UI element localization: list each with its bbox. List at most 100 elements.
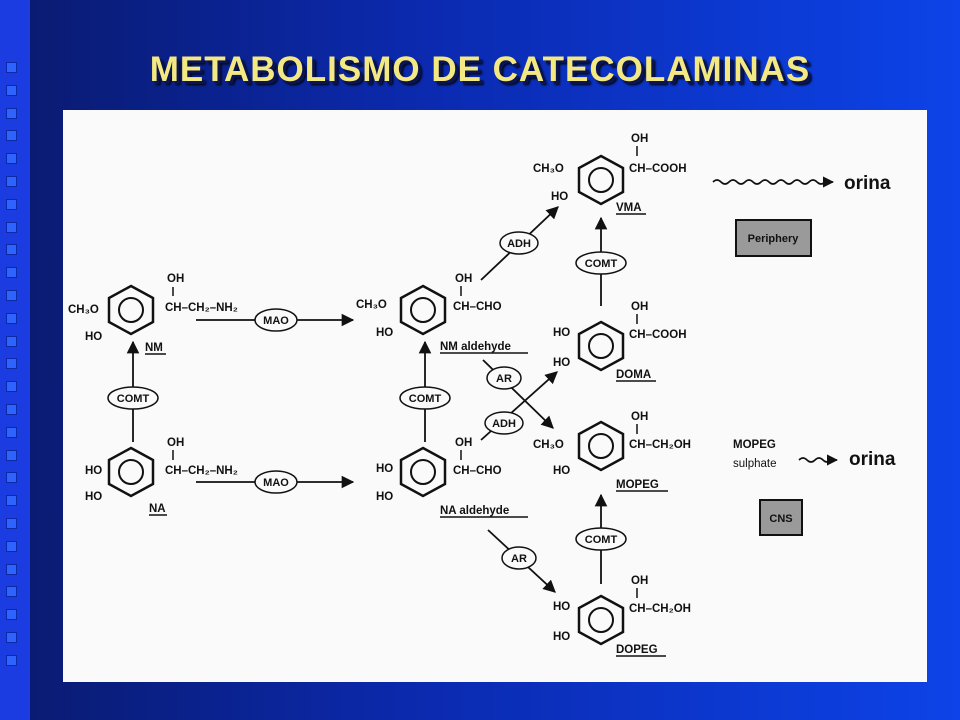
nm-sub-bottom: HO — [85, 331, 102, 343]
mopeg-sulphate-line1: MOPEG — [733, 439, 776, 451]
vma-sub-bottom: HO — [551, 191, 568, 203]
decorative-square — [6, 290, 17, 301]
na-aldehyde-oh: OH — [455, 437, 472, 449]
nm-aldehyde-sub-bottom: HO — [376, 327, 393, 339]
compound-mopeg: CH₃O HO OH CH–CH₂OH MOPEG — [533, 411, 691, 492]
pathway-diagram: CH₃O HO OH CH–CH₂–NH₂ NM HO HO OH CH–CH₂… — [63, 110, 927, 682]
comt-mopeg-label: COMT — [585, 534, 618, 546]
mao-top-label: MAO — [263, 315, 289, 327]
doma-sub-top: HO — [553, 327, 570, 339]
dopeg-sub-top: HO — [553, 601, 570, 613]
compound-doma: HO HO OH CH–COOH DOMA — [553, 301, 687, 382]
compound-dopeg: HO HO OH CH–CH₂OH DOPEG — [553, 575, 691, 657]
decorative-square — [6, 267, 17, 279]
decorative-square — [6, 198, 17, 210]
nm-oh: OH — [167, 273, 184, 285]
comt-left-label: COMT — [117, 393, 150, 405]
decorative-square — [6, 449, 17, 461]
dopeg-sub-bottom: HO — [553, 631, 570, 643]
decorative-square — [6, 518, 17, 529]
orina-top-label: orina — [844, 173, 891, 194]
adh-top-reaction: ADH — [480, 206, 559, 281]
periphery-box: Periphery — [735, 219, 812, 257]
decorative-square — [6, 153, 17, 165]
decorative-square — [6, 563, 17, 575]
decorative-square — [6, 472, 17, 484]
nm-aldehyde-sub-top: CH₃O — [356, 299, 387, 311]
vma-sub-top: CH₃O — [533, 163, 564, 175]
ar-bottom-label: AR — [511, 553, 527, 565]
decorative-square — [6, 62, 17, 73]
decorative-square — [6, 540, 17, 552]
dopeg-label: DOPEG — [616, 644, 658, 656]
mopeg-sulphate-excretion: MOPEG sulphate orina — [733, 439, 896, 470]
decorative-square — [6, 632, 17, 643]
decorative-square — [6, 586, 17, 598]
mao-bottom-label: MAO — [263, 477, 289, 489]
na-oh: OH — [167, 437, 184, 449]
decorative-square — [6, 107, 17, 119]
periphery-label: Periphery — [748, 233, 800, 245]
comt-mid-reaction: COMT — [399, 340, 451, 442]
cns-box: CNS — [759, 499, 803, 536]
comt-vma-reaction: COMT — [575, 216, 627, 306]
decorative-square — [6, 335, 17, 347]
doma-chain: CH–COOH — [629, 329, 687, 341]
dopeg-oh: OH — [631, 575, 648, 587]
ar-top-reaction: AR — [482, 359, 554, 429]
pathway-svg: CH₃O HO OH CH–CH₂–NH₂ NM HO HO OH CH–CH₂… — [68, 133, 896, 657]
cns-label: CNS — [769, 513, 792, 525]
orina-bottom-label: orina — [849, 449, 896, 470]
na-sub-bottom: HO — [85, 491, 102, 503]
decorative-square — [6, 358, 17, 370]
doma-label: DOMA — [616, 369, 651, 381]
decorative-square — [6, 404, 17, 415]
decorative-square — [6, 221, 17, 233]
adh-mid-label: ADH — [492, 418, 516, 430]
compound-vma: CH₃O HO OH CH–COOH VMA — [533, 133, 687, 215]
slide-title: METABOLISMO DE CATECOLAMINAS — [149, 50, 811, 89]
left-decorative-bar — [0, 0, 30, 720]
comt-mopeg-reaction: COMT — [575, 493, 627, 584]
dopeg-chain: CH–CH₂OH — [629, 603, 691, 615]
nm-chain: CH–CH₂–NH₂ — [165, 302, 238, 314]
decorative-square — [6, 495, 17, 507]
decorative-square — [6, 84, 17, 96]
compound-na: HO HO OH CH–CH₂–NH₂ NA — [85, 437, 238, 516]
adh-top-label: ADH — [507, 238, 531, 250]
na-chain: CH–CH₂–NH₂ — [165, 465, 238, 477]
decorative-square — [6, 244, 17, 256]
vma-excretion: orina — [712, 173, 891, 194]
mopeg-chain: CH–CH₂OH — [629, 439, 691, 451]
compound-nm: CH₃O HO OH CH–CH₂–NH₂ NM — [68, 273, 238, 355]
mao-top-reaction: MAO — [196, 308, 355, 332]
na-aldehyde-sub-top: HO — [376, 463, 393, 475]
na-aldehyde-chain: CH–CHO — [453, 465, 502, 477]
comt-vma-label: COMT — [585, 258, 618, 270]
vma-chain: CH–COOH — [629, 163, 687, 175]
mopeg-oh: OH — [631, 411, 648, 423]
vma-oh: OH — [631, 133, 648, 145]
ar-bottom-reaction: AR — [487, 529, 556, 593]
vma-label: VMA — [616, 202, 642, 214]
decorative-square — [6, 426, 17, 438]
na-label: NA — [149, 503, 166, 515]
decorative-square — [6, 654, 17, 666]
adh-mid-reaction: ADH — [480, 371, 558, 441]
comt-mid-label: COMT — [409, 393, 442, 405]
mao-bottom-reaction: MAO — [196, 470, 355, 494]
compound-na-aldehyde: HO HO OH CH–CHO NA aldehyde — [376, 437, 528, 518]
na-aldehyde-sub-bottom: HO — [376, 491, 393, 503]
na-sub-top: HO — [85, 465, 102, 477]
nm-aldehyde-chain: CH–CHO — [453, 301, 502, 313]
mopeg-sub-bottom: HO — [553, 465, 570, 477]
doma-sub-bottom: HO — [553, 357, 570, 369]
decorative-square — [6, 381, 17, 393]
mopeg-label: MOPEG — [616, 479, 659, 491]
comt-left-reaction: COMT — [107, 340, 159, 442]
nm-aldehyde-oh: OH — [455, 273, 472, 285]
decorative-square — [6, 312, 17, 324]
mopeg-sulphate-line2: sulphate — [733, 458, 776, 470]
nm-aldehyde-label: NM aldehyde — [440, 341, 511, 353]
na-aldehyde-label: NA aldehyde — [440, 505, 509, 517]
